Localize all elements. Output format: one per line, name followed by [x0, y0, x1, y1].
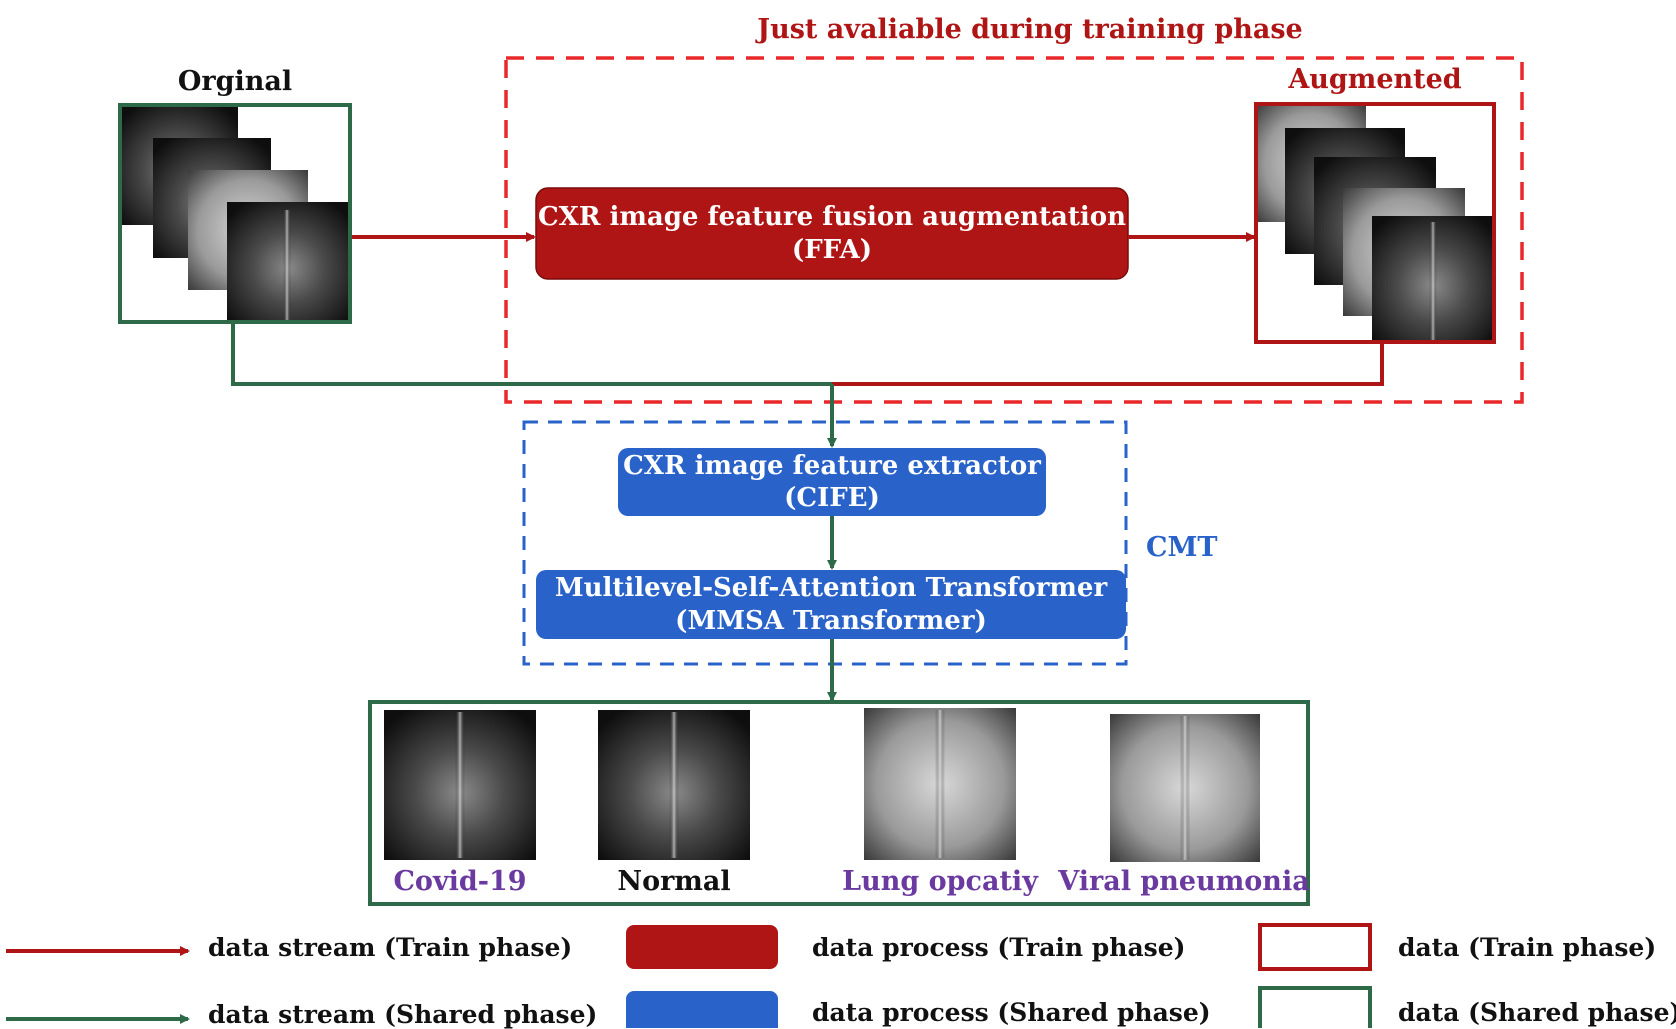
class-label-normal: Normal [617, 866, 731, 897]
legend-stream-shared: data stream (Shared phase) [208, 1000, 598, 1029]
cife-box-shape [618, 448, 1046, 516]
ffa-title: CXR image feature fusion augmentation [537, 202, 1127, 232]
original-image-stack [118, 103, 352, 324]
legend-red-data [1258, 923, 1372, 971]
original-to-cife-line [231, 322, 832, 386]
cmt-region [522, 420, 1128, 666]
legend-green-data [1258, 986, 1372, 1028]
class-image-lung-opacity [864, 708, 1016, 860]
mmsa-box: Multilevel-Self-Attention Transformer (M… [536, 570, 1126, 639]
cmt-label: CMT [1146, 532, 1218, 563]
training-phase-region [504, 56, 1524, 404]
mmsa-title: Multilevel-Self-Attention Transformer [554, 573, 1108, 603]
legend-stream-train: data stream (Train phase) [208, 933, 573, 962]
training-phase-title: Just avaliable during training phase [757, 14, 1303, 45]
cife-box: CXR image feature extractor (CIFE) [618, 448, 1046, 516]
class-label-viral-pneumonia: Viral pneumonia [1058, 866, 1310, 897]
class-image-viral-pneumonia [1110, 714, 1260, 862]
legend-red-process [626, 925, 778, 969]
class-label-covid: Covid-19 [393, 866, 527, 897]
legend-process-shared: data process (Shared phase) [812, 998, 1211, 1027]
augmented-image-stack [1254, 102, 1496, 344]
legend-blue-process [626, 991, 778, 1028]
ffa-abbrev: (FFA) [791, 234, 873, 265]
augmented-to-cife-line [832, 342, 1384, 386]
legend-process-train: data process (Train phase) [812, 933, 1186, 962]
legend-data-train: data (Train phase) [1398, 933, 1657, 962]
mmsa-box-shape [536, 570, 1126, 639]
augmented-label: Augmented [1288, 64, 1462, 95]
original-label: Orginal [177, 66, 293, 97]
augmented-data-box [1254, 102, 1496, 344]
class-image-covid [384, 710, 536, 860]
class-label-lung-opacity: Lung opcatiy [842, 866, 1038, 897]
ffa-box-shape [535, 187, 1129, 280]
cife-title: CXR image feature extractor [623, 450, 1041, 481]
legend-data-shared: data (Shared phase) [1398, 998, 1676, 1027]
mmsa-abbrev: (MMSA Transformer) [675, 605, 987, 636]
class-image-normal [598, 710, 750, 860]
ffa-box: CXR image feature fusion augmentation (F… [536, 188, 1128, 279]
cife-abbrev: (CIFE) [784, 483, 880, 513]
